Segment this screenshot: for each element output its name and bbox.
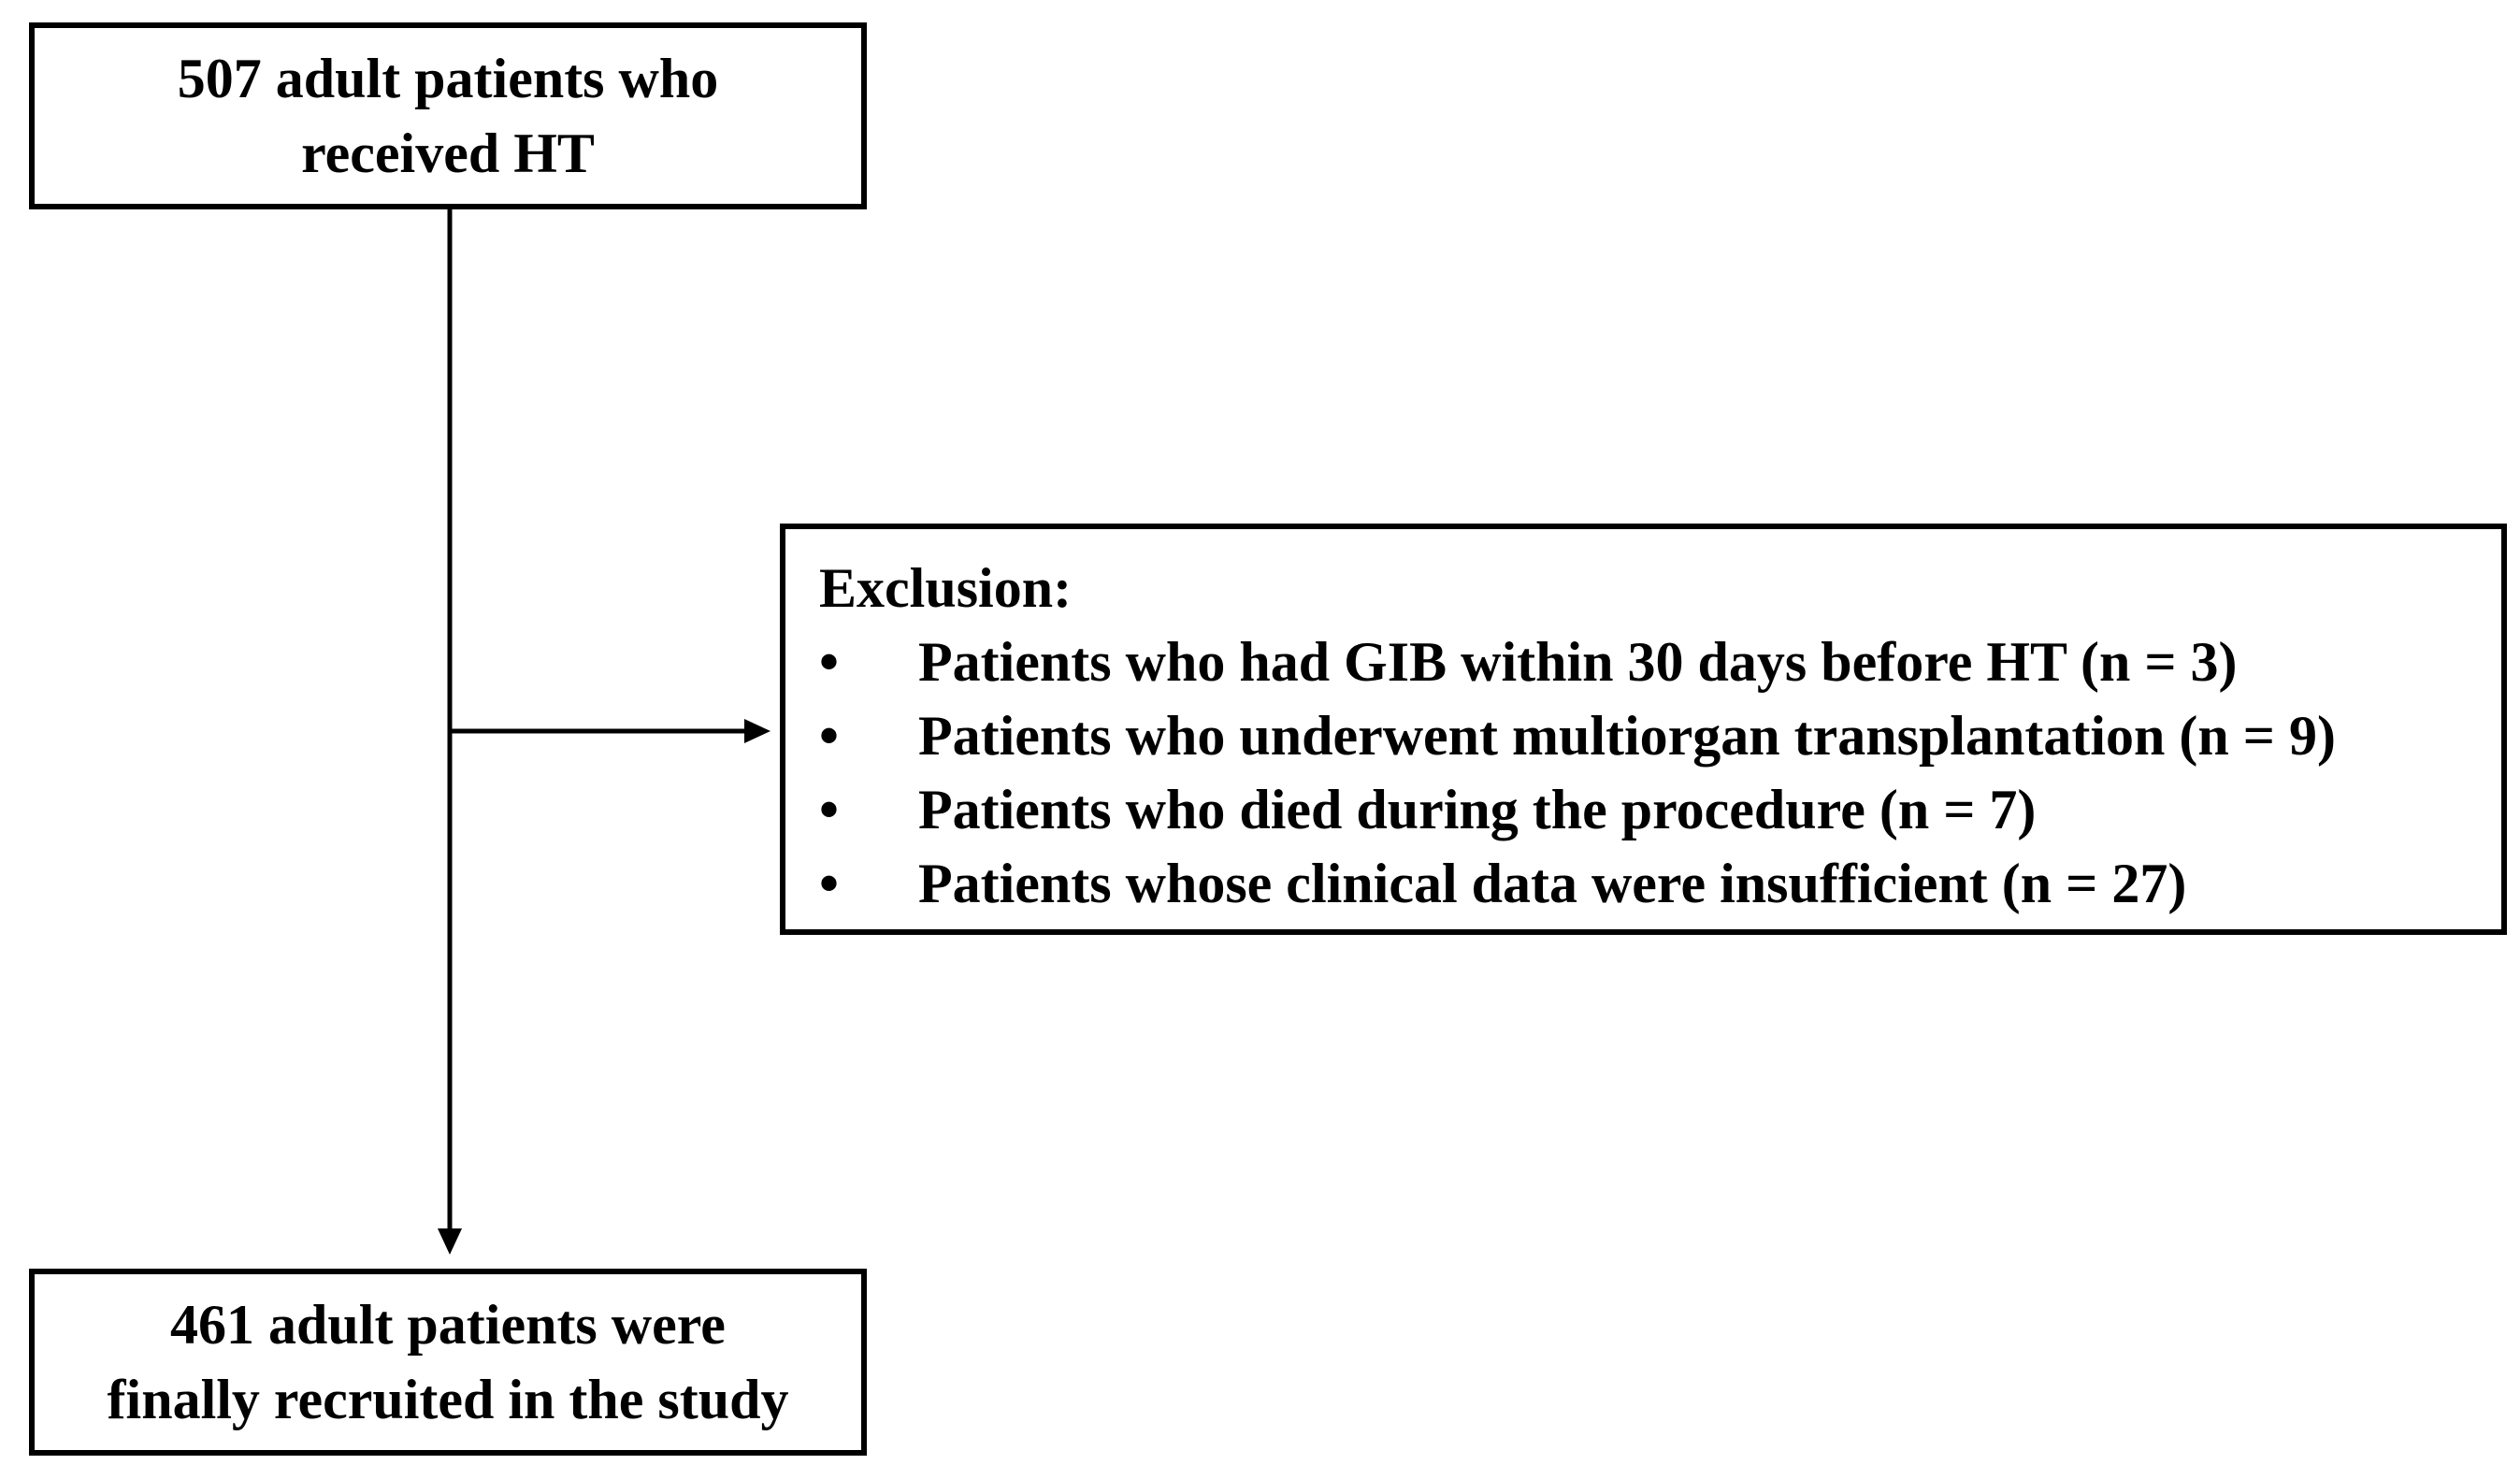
exclusion-item: • Patients who died during the procedure… [819, 773, 2501, 847]
final-cohort-line-2: finally recruited in the study [107, 1369, 789, 1430]
exclusion-item: • Patients whose clinical data were insu… [819, 847, 2501, 921]
exclusion-item-text: Patients whose clinical data were insuff… [918, 853, 2187, 914]
final-cohort-line-1: 461 adult patients were [170, 1294, 726, 1356]
bullet-icon: • [819, 853, 840, 914]
exclusion-box: Exclusion: • Patients who had GIB within… [780, 524, 2507, 935]
exclusion-item-text: Patients who had GIB within 30 days befo… [918, 631, 2238, 693]
exclusion-branch-arrowhead [744, 719, 770, 743]
initial-cohort-line-2: received HT [301, 122, 595, 184]
exclusion-list: • Patients who had GIB within 30 days be… [819, 625, 2501, 921]
final-cohort-box: 461 adult patients were finally recruite… [29, 1269, 867, 1456]
bullet-icon: • [819, 631, 840, 693]
exclusion-item: • Patients who had GIB within 30 days be… [819, 625, 2501, 699]
bullet-icon: • [819, 705, 840, 767]
initial-cohort-box: 507 adult patients who received HT [29, 22, 867, 209]
exclusion-item-text: Patients who died during the procedure (… [918, 779, 2037, 840]
exclusion-title: Exclusion: [819, 557, 1073, 619]
exclusion-item: • Patients who underwent multiorgan tran… [819, 699, 2501, 773]
main-flow-arrowhead [438, 1228, 462, 1255]
initial-cohort-line-1: 507 adult patients who [177, 48, 719, 109]
exclusion-item-text: Patients who underwent multiorgan transp… [918, 705, 2336, 767]
bullet-icon: • [819, 779, 840, 840]
